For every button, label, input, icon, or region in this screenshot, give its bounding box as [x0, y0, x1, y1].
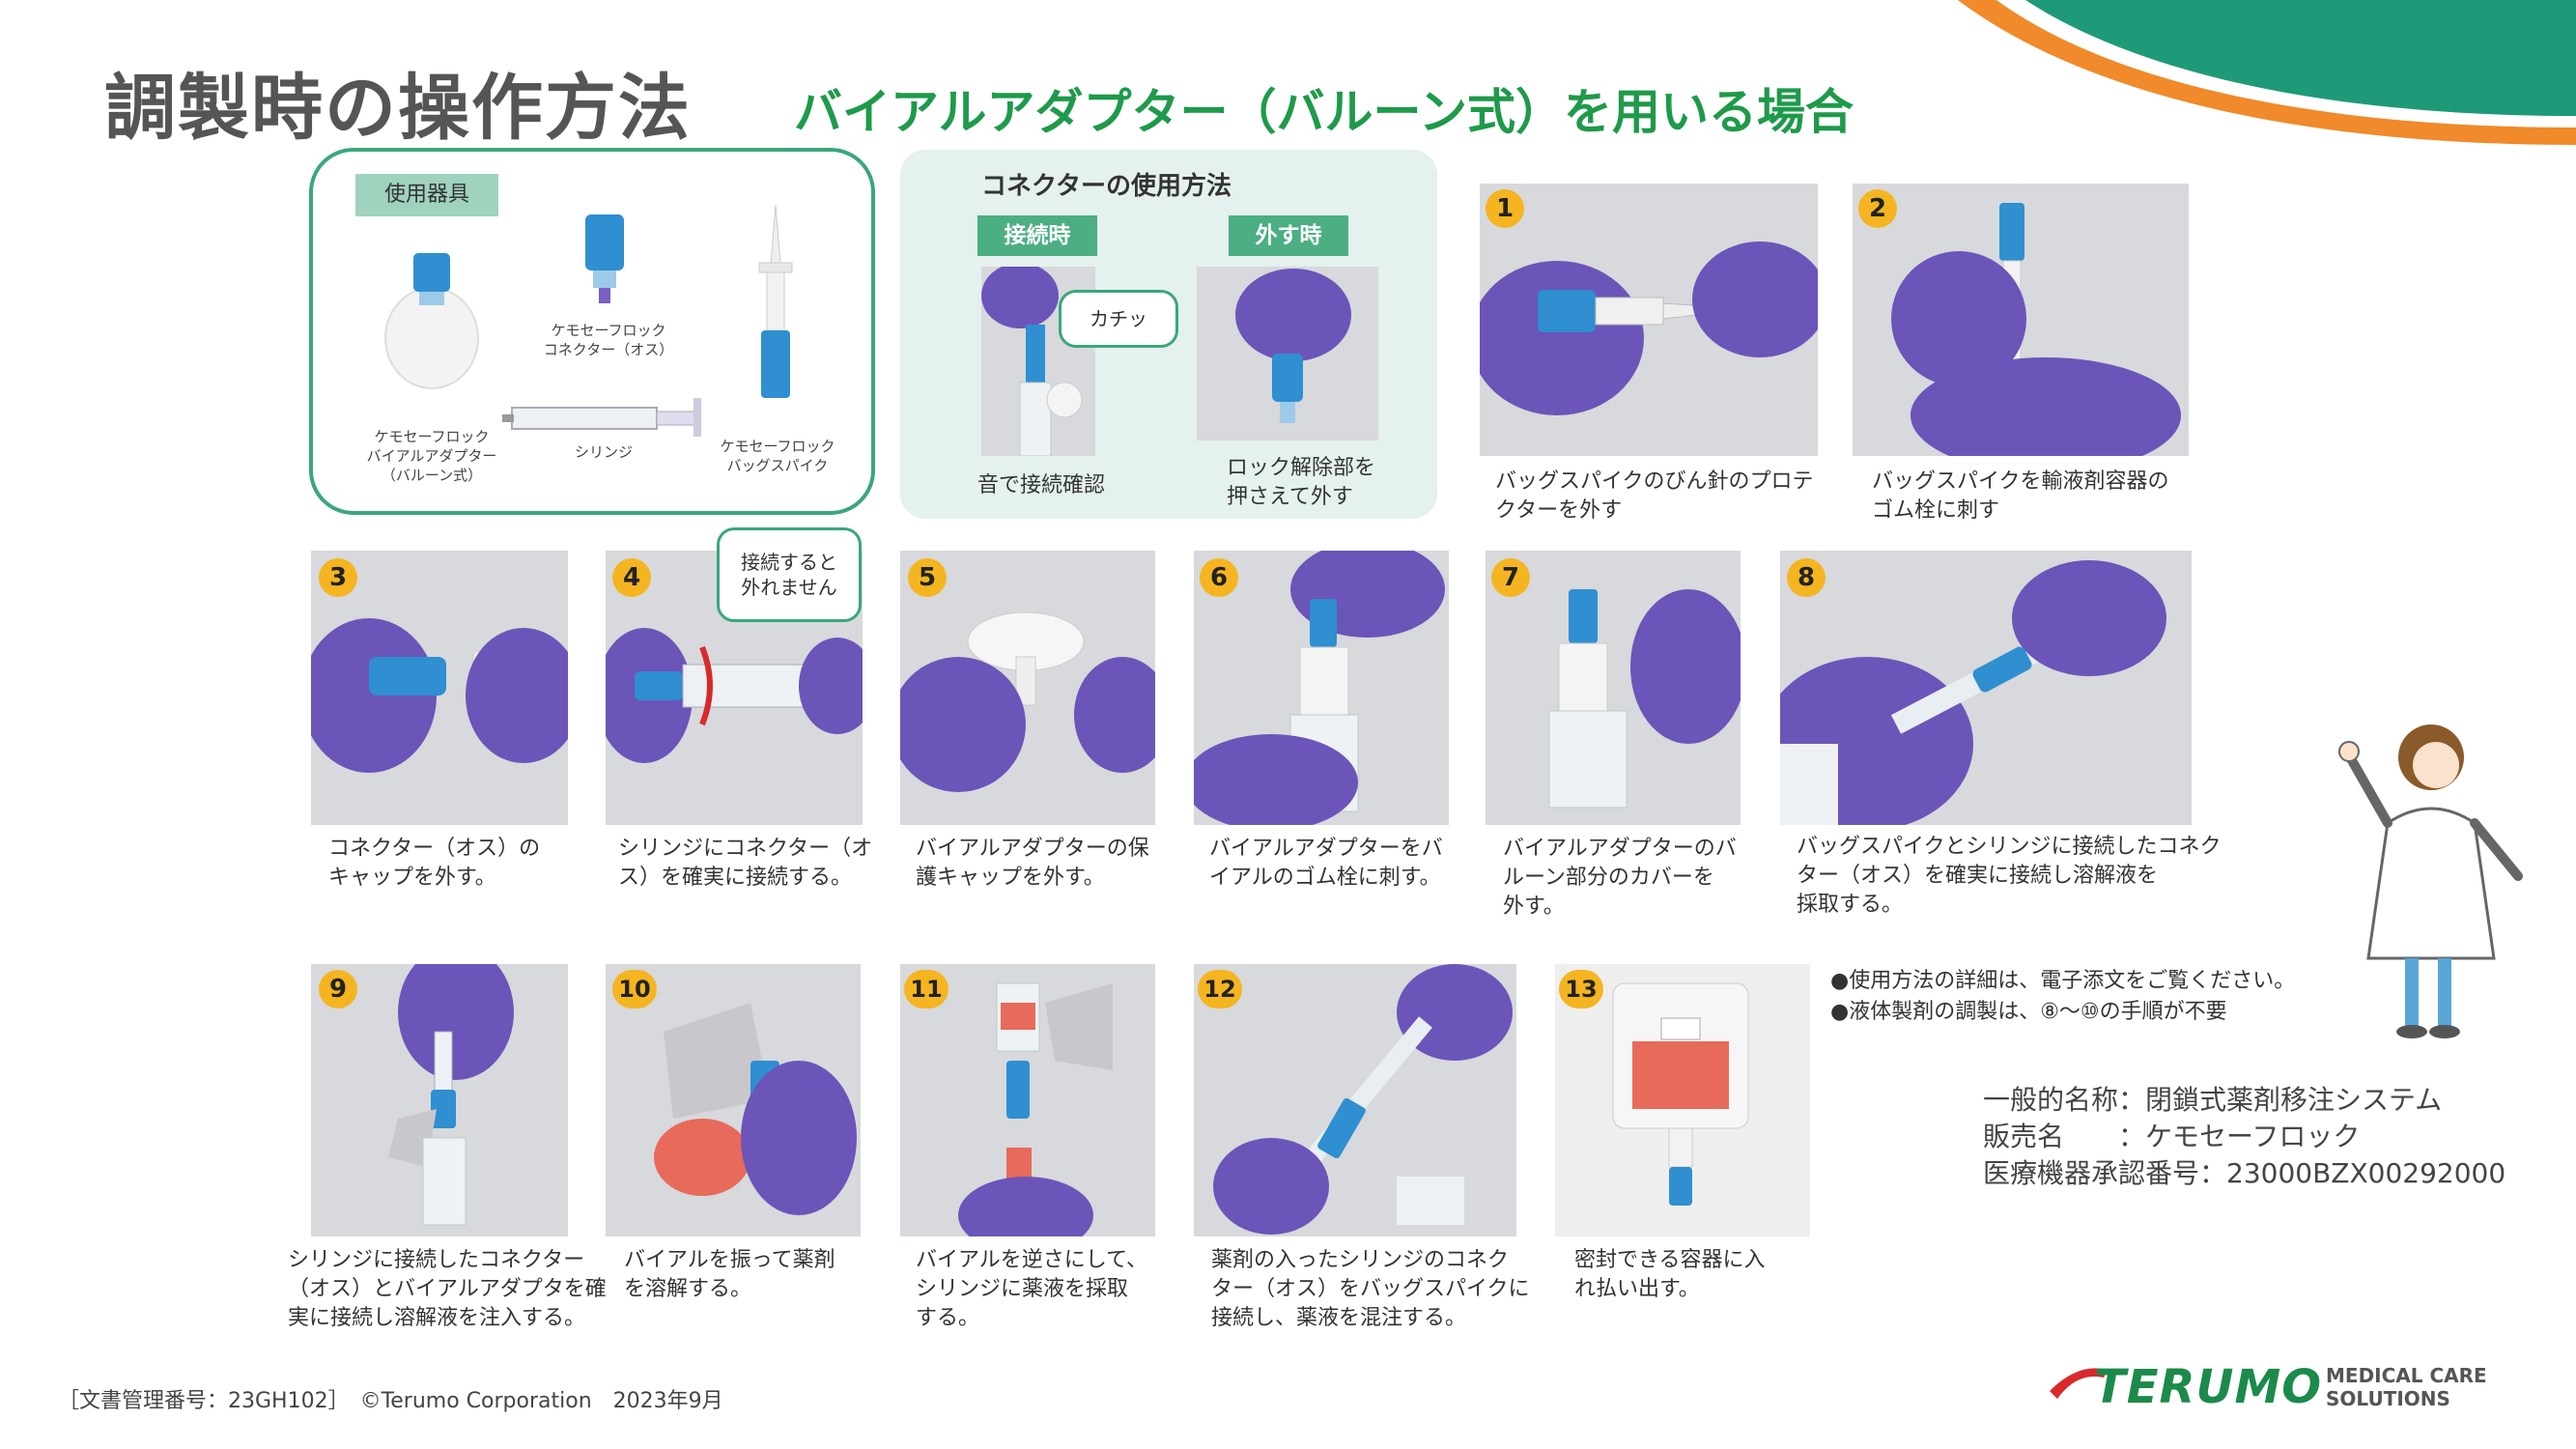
step-caption: シリンジに接続したコネクター （オス）とバイアルアダプタを確 実に接続し溶解液を… [288, 1248, 607, 1330]
step-caption: バイアルを振って薬剤 を溶解する。 [624, 1248, 835, 1301]
terumo-wordmark: TERUMO [2094, 1360, 2323, 1414]
equipment-caption-syringe: シリンジ [574, 443, 633, 461]
step-caption: バイアルアダプターのバ ルーン部分のカバーを 外す。 [1503, 837, 1737, 919]
step-number-badge: 5 [908, 558, 947, 597]
step-caption: バイアルを逆さにして、 シリンジに薬液を採取 する。 [916, 1248, 1148, 1330]
step-number-badge: 11 [904, 970, 948, 1009]
equipment-caption-bag-spike: ケモセーフロック バッグスパイク [720, 438, 835, 474]
step-photo [1194, 964, 1516, 1236]
product-info: 一般的名称：閉鎖式薬剤移注システム 販売名 ：ケモセーフロック 医療機器承認番号… [1983, 1082, 2505, 1192]
bag-spike-illustration [758, 205, 793, 398]
step-number-badge: 7 [1491, 558, 1530, 597]
step-caption: バイアルアダプターをバ イアルのゴム栓に刺す。 [1209, 837, 1443, 890]
step-number-badge: 12 [1198, 970, 1242, 1009]
step-caption: バイアルアダプターの保 護キャップを外す。 [916, 837, 1149, 890]
step-caption: 密封できる容器に入 れ払い出す。 [1574, 1248, 1766, 1301]
product-info-line: 医療機器承認番号：23000BZX00292000 [1983, 1157, 2506, 1189]
step-photo [1194, 551, 1449, 825]
equipment-caption-vial-adapter: ケモセーフロック バイアルアダプター （バルーン式） [366, 428, 497, 484]
doctor-illustration [2338, 724, 2523, 1038]
header-swoosh [1958, 0, 2576, 145]
step-photo [606, 964, 861, 1236]
connect-tag: 接続時 [977, 215, 1097, 256]
note-item: ●使用方法の詳細は、電子添文をご覧ください。 [1830, 969, 2296, 993]
connector-usage-title: コネクターの使用方法 [981, 172, 1231, 201]
step-photo [900, 964, 1155, 1236]
equipment-caption-male-connector: ケモセーフロック コネクター（オス） [543, 322, 674, 358]
vial-adapter-illustration [384, 253, 479, 389]
page-title: 調製時の操作方法 [104, 67, 692, 150]
step-caption: バッグスパイクを輸液剤容器の ゴム栓に刺す [1872, 469, 2169, 523]
footer-document-info: ［文書管理番号：23GH102］ ©Terumo Corporation 202… [58, 1389, 723, 1413]
product-info-line: 一般的名称：閉鎖式薬剤移注システム [1983, 1084, 2443, 1116]
connect-caption: 音で接続確認 [977, 473, 1106, 497]
step-number-badge: 6 [1200, 558, 1238, 597]
remove-tag: 外す時 [1229, 215, 1348, 256]
step-number-badge: 9 [319, 970, 357, 1009]
step-photo [1480, 184, 1818, 456]
step-number-badge: 13 [1559, 970, 1603, 1009]
product-info-line: 販売名 ：ケモセーフロック [1983, 1121, 2361, 1152]
note-item: ●液体製剤の調製は、⑧～⑩の手順が不要 [1830, 1000, 2227, 1024]
equipment-label: 使用器具 [355, 174, 498, 216]
page-subtitle: バイアルアダプター（バルーン式）を用いる場合 [794, 84, 1854, 140]
step-photo [311, 964, 568, 1236]
step-photo [1555, 964, 1810, 1236]
logo-tagline-line: SOLUTIONS [2326, 1387, 2450, 1410]
step-number-badge: 4 [612, 558, 651, 597]
step-caption: バッグスパイクのびん針のプロテ クターを外す [1495, 469, 1814, 523]
connect-secure-bubble: 接続すると 外れません [717, 527, 862, 622]
step-number-badge: 8 [1787, 558, 1826, 597]
step-photo [1780, 551, 2192, 825]
step-number-badge: 2 [1858, 189, 1897, 228]
male-connector-illustration [585, 214, 624, 303]
step-number-badge: 3 [319, 558, 357, 597]
remove-photo [1197, 267, 1378, 440]
step-photo [900, 551, 1155, 825]
step-number-badge: 10 [612, 970, 657, 1009]
remove-caption: ロック解除部を 押さえて外す [1227, 456, 1376, 509]
logo-tagline-line: MEDICAL CARE [2326, 1364, 2487, 1387]
step-caption: バッグスパイクとシリンジに接続したコネク ター（オス）を確実に接続し溶解液を 採… [1797, 835, 2222, 917]
step-number-badge: 1 [1486, 189, 1524, 228]
usage-notes: ●使用方法の詳細は、電子添文をご覧ください。 ●液体製剤の調製は、⑧～⑩の手順が… [1830, 966, 2295, 1028]
click-bubble: カチッ [1059, 290, 1178, 348]
step-caption: コネクター（オス）の キャップを外す。 [328, 837, 541, 890]
step-photo [1853, 184, 2189, 456]
step-caption: シリンジにコネクター（オ ス）を確実に接続する。 [618, 837, 873, 890]
step-photo [311, 551, 568, 825]
step-caption: 薬剤の入ったシリンジのコネク ター（オス）をバッグスパイクに 接続し、薬液を混注… [1211, 1248, 1530, 1330]
step-photo [1486, 551, 1741, 825]
logo-tagline: MEDICAL CARE SOLUTIONS [2326, 1364, 2487, 1410]
syringe-illustration [502, 398, 701, 437]
terumo-logo-mark [2050, 1368, 2108, 1399]
